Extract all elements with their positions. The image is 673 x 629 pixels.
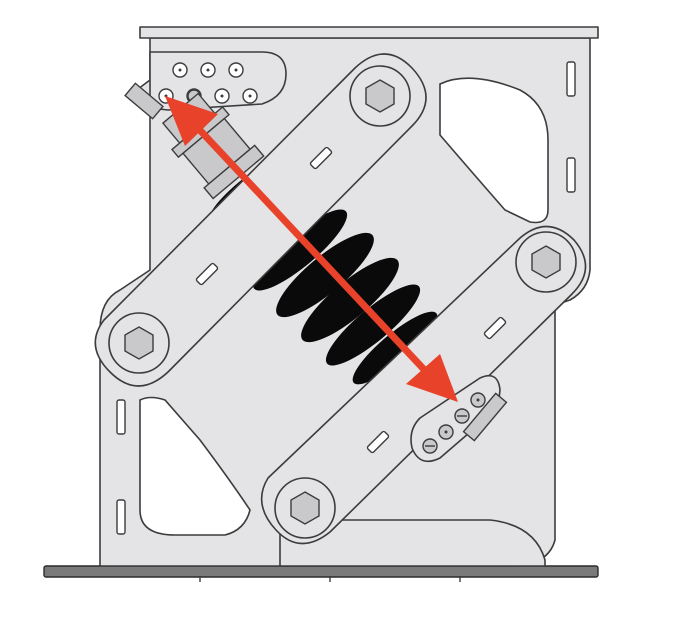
base-plate — [43, 565, 599, 582]
arrow-head-top — [165, 96, 218, 146]
travel-arrow — [165, 96, 458, 402]
upper-arm — [94, 53, 427, 387]
upper-adjust-bracket — [149, 51, 287, 111]
lower-adjust-bracket — [410, 374, 508, 463]
arrow-head-bottom — [406, 354, 458, 402]
